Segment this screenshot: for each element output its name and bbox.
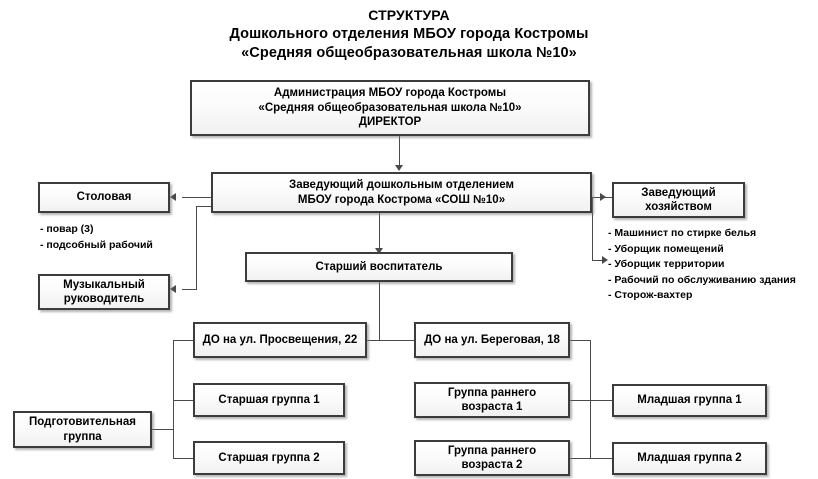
connector-left-trunk-to-senior1 [173,400,193,401]
household-staff-item-1: - Уборщик помещений [608,242,724,255]
connector-household-staff-horizontal [592,260,604,261]
node-early-age-group-1[interactable]: Группа раннего возраста 1 [414,382,570,418]
node-administration[interactable]: Администрация МБОУ города Костромы «Сред… [190,80,590,136]
head-household-line-1: Заведующий [641,186,716,199]
connector-left-trunk-to-senior2 [173,458,193,459]
branch-prosvescheniya-label: ДО на ул. Просвещения, 22 [202,333,358,346]
node-head-household[interactable]: Заведующий хозяйством [612,182,745,218]
early-age-group-2-line-1: Группа раннего [447,444,537,457]
node-preparatory-group[interactable]: Подготовительная группа [13,411,152,448]
connector-head-right-stub [196,206,212,207]
arrow-head-to-canteen [170,193,176,201]
household-staff-item-4: - Сторож-вахтер [608,289,693,301]
canteen-staff-item-0: - повар (3) [40,223,94,235]
node-junior-group-2[interactable]: Младшая группа 2 [612,442,767,475]
senior-group-1-label: Старшая группа 1 [218,393,320,406]
node-senior-group-1[interactable]: Старшая группа 1 [193,383,345,417]
canteen-label: Столовая [76,191,132,204]
branch-beregovaya-label: ДО на ул. Береговая, 18 [424,333,560,346]
connector-head-to-canteen [182,197,212,198]
node-senior-educator[interactable]: Старший воспитатель [245,252,513,282]
connector-right-trunk-to-early1 [570,400,591,401]
administration-line-2: «Средняя общеобразовательная школа №10» [258,101,522,114]
junior-group-2-label: Младшая группа 2 [637,452,742,465]
household-staff-item-2: - Уборщик территории [608,258,725,270]
household-staff-item-0: - Машинист по стирке белья [608,227,757,239]
node-branch-beregovaya[interactable]: ДО на ул. Береговая, 18 [414,322,570,358]
connector-head-to-music-vertical [196,206,197,289]
early-age-group-1-line-1: Группа раннего [447,386,537,399]
head-preschool-line-2: МБОУ города Кострома «СОШ №10» [297,193,506,206]
connector-early2-to-junior2 [590,458,612,459]
title-line-2: Дошкольного отделения МБОУ города Костро… [229,26,589,42]
connector-branch-left-to-box [366,340,368,341]
canteen-staff-list: - повар (3) - подсобный рабочий [40,222,153,253]
chart-title: СТРУКТУРА Дошкольного отделения МБОУ гор… [0,6,818,63]
node-early-age-group-2[interactable]: Группа раннего возраста 2 [414,440,570,476]
arrow-head-to-household [600,193,606,201]
head-preschool-line-1: Заведующий дошкольным отделением [289,179,514,191]
music-director-line-1: Музыкальный [63,278,145,291]
early-age-group-2-line-2: возраста 2 [461,459,523,471]
connector-left-trunk-to-branch [173,340,193,341]
arrow-admin-to-head [395,165,403,171]
preparatory-group-line-1: Подготовительная [29,416,136,428]
connector-senior-educator-down [379,282,380,340]
connector-right-trunk-to-early2 [570,458,591,459]
node-senior-group-2[interactable]: Старшая группа 2 [193,441,345,475]
administration-line-3: ДИРЕКТОР [358,116,422,129]
title-line-3: «Средняя общеобразовательная школа №10» [241,45,577,61]
connector-admin-to-head [399,136,400,166]
node-music-director[interactable]: Музыкальный руководитель [38,274,170,310]
node-junior-group-1[interactable]: Младшая группа 1 [612,384,767,417]
connector-right-trunk-top [570,340,591,341]
junior-group-1-label: Младшая группа 1 [637,394,742,407]
connector-preparatory-to-trunk [152,429,173,430]
early-age-group-1-line-2: возраста 1 [461,401,523,413]
connector-early1-to-junior1 [590,400,612,401]
connector-right-trunk [590,340,591,458]
household-staff-item-3: - Рабочий по обслуживанию здания [608,273,796,286]
connector-branch-right-to-box [404,340,414,341]
connector-branch-tbar [366,340,420,341]
arrow-household-staff [602,256,608,264]
music-director-line-2: руководитель [63,293,145,305]
administration-line-1: Администрация МБОУ города Костромы [273,87,507,100]
node-canteen[interactable]: Столовая [38,182,170,213]
arrow-head-to-senior-educator [375,248,383,254]
preparatory-group-line-2: группа [63,430,102,443]
head-household-line-2: хозяйством [645,201,712,213]
canteen-staff-item-1: - подсобный рабочий [40,238,153,251]
arrow-to-music-director [170,285,176,293]
household-staff-list: - Машинист по стирке белья - Уборщик пом… [608,226,796,304]
node-head-preschool[interactable]: Заведующий дошкольным отделением МБОУ го… [211,172,592,213]
connector-to-music-director [182,289,197,290]
connector-household-staff-vertical [592,197,593,260]
senior-educator-label: Старший воспитатель [315,260,443,273]
title-line-1: СТРУКТУРА [368,7,450,23]
connector-head-to-senior-educator [379,213,380,249]
node-branch-prosvescheniya[interactable]: ДО на ул. Просвещения, 22 [193,322,367,358]
senior-group-2-label: Старшая группа 2 [218,451,320,464]
connector-left-trunk [173,340,174,458]
